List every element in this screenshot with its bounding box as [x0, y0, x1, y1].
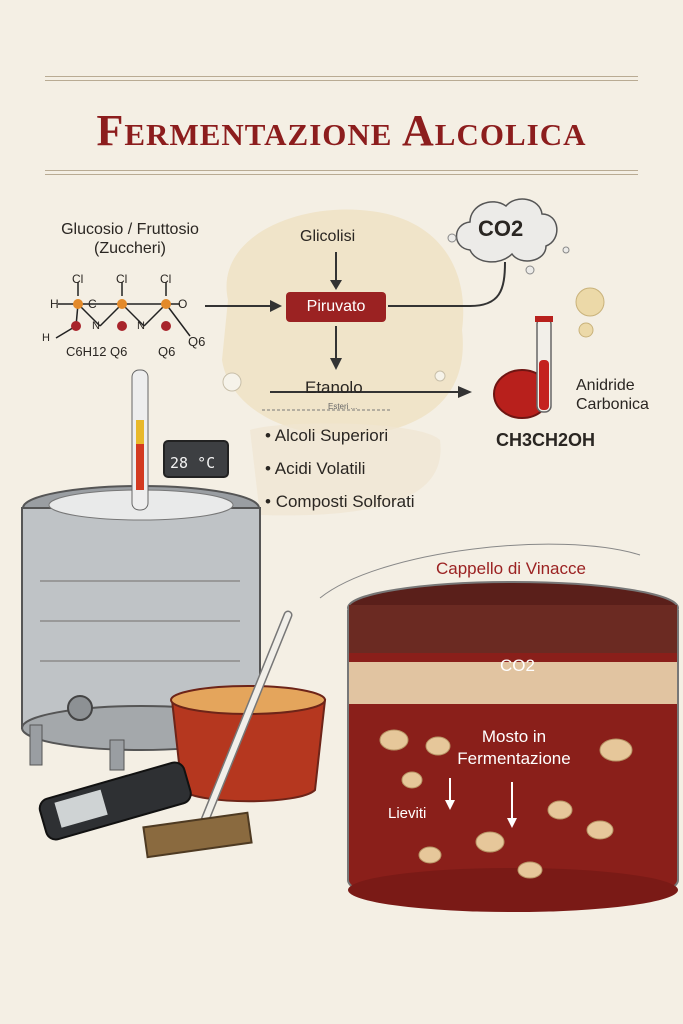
temperature-display: [163, 440, 229, 478]
title-rule-bottom: [45, 170, 638, 171]
byproduct-blob: [250, 423, 441, 516]
title-rule-bottom-2: [45, 174, 638, 175]
anidride-label: Anidride Carbonica: [576, 376, 649, 414]
ethanol-formula: CH3CH2OH: [496, 430, 596, 450]
wood-block: [142, 811, 253, 859]
must-label-line1: Mosto in: [481, 727, 547, 746]
esteri-label: Esteri ...: [328, 402, 358, 411]
co2-cloud-label: CO2: [478, 216, 524, 241]
byproduct-item: • Alcoli Superiori: [265, 426, 389, 445]
byproduct-composti: Composti Solforati: [275, 492, 415, 511]
flask-icon: [493, 316, 553, 419]
yeast-cell-icon: [379, 729, 633, 879]
formula-c6h12: C6H12: [66, 344, 107, 359]
yeast-label: Lieviti: [388, 805, 427, 822]
must-label-line2: Fermentazione: [457, 749, 571, 768]
refractometer-icon: [38, 761, 192, 841]
formula-q6-1: Q6: [110, 344, 128, 359]
title-rule-top: [45, 76, 638, 77]
anidride-line1: Anidride: [576, 377, 635, 394]
arrow-co2: [388, 261, 506, 307]
atom-cl-1: Cl: [72, 272, 84, 286]
title-rule-top-2: [45, 80, 638, 81]
sugar-label: Glucosio / Fruttosio (Zuccheri): [40, 220, 220, 258]
atom-cl-3: Cl: [160, 272, 172, 286]
etanolo-label: Etanolo: [305, 378, 363, 397]
atom-h-2: H: [42, 332, 50, 344]
atom-c: C: [88, 297, 97, 311]
cap-label: Cappello di Vinacce: [436, 559, 586, 578]
formula-q6-3: Q6: [188, 334, 206, 349]
formula-q6-2: Q6: [158, 344, 176, 359]
atom-o: O: [178, 297, 188, 311]
atom-cl-2: Cl: [116, 272, 128, 286]
byproduct-item: • Acidi Volatili: [265, 459, 366, 478]
sugar-label-line2: (Zuccheri): [93, 240, 166, 257]
sample-bowl-icon: [170, 685, 327, 803]
hydrometer-icon: [200, 610, 293, 825]
temperature-value: 28 °C: [170, 454, 216, 472]
byproduct-acidi: Acidi Volatili: [274, 459, 366, 478]
glicolisi-label: Glicolisi: [300, 228, 356, 245]
vat-co2-label: CO2: [500, 656, 535, 675]
must-label: Mosto in Fermentazione: [450, 726, 578, 770]
atom-n-2: N: [137, 320, 145, 332]
page-title: Fermentazione Alcolica: [96, 106, 587, 155]
co2-cloud: [455, 198, 558, 263]
atom-h: H: [50, 297, 59, 311]
byproduct-alcoli: Alcoli Superiori: [274, 426, 389, 445]
piruvato-box: Piruvato: [286, 292, 386, 322]
process-blob: [222, 209, 464, 436]
byproduct-item: • Composti Solforati: [265, 492, 415, 511]
sugar-label-line1: Glucosio / Fruttosio: [61, 221, 199, 238]
anidride-line2: Carbonica: [576, 396, 649, 413]
atom-n-1: N: [92, 320, 100, 332]
